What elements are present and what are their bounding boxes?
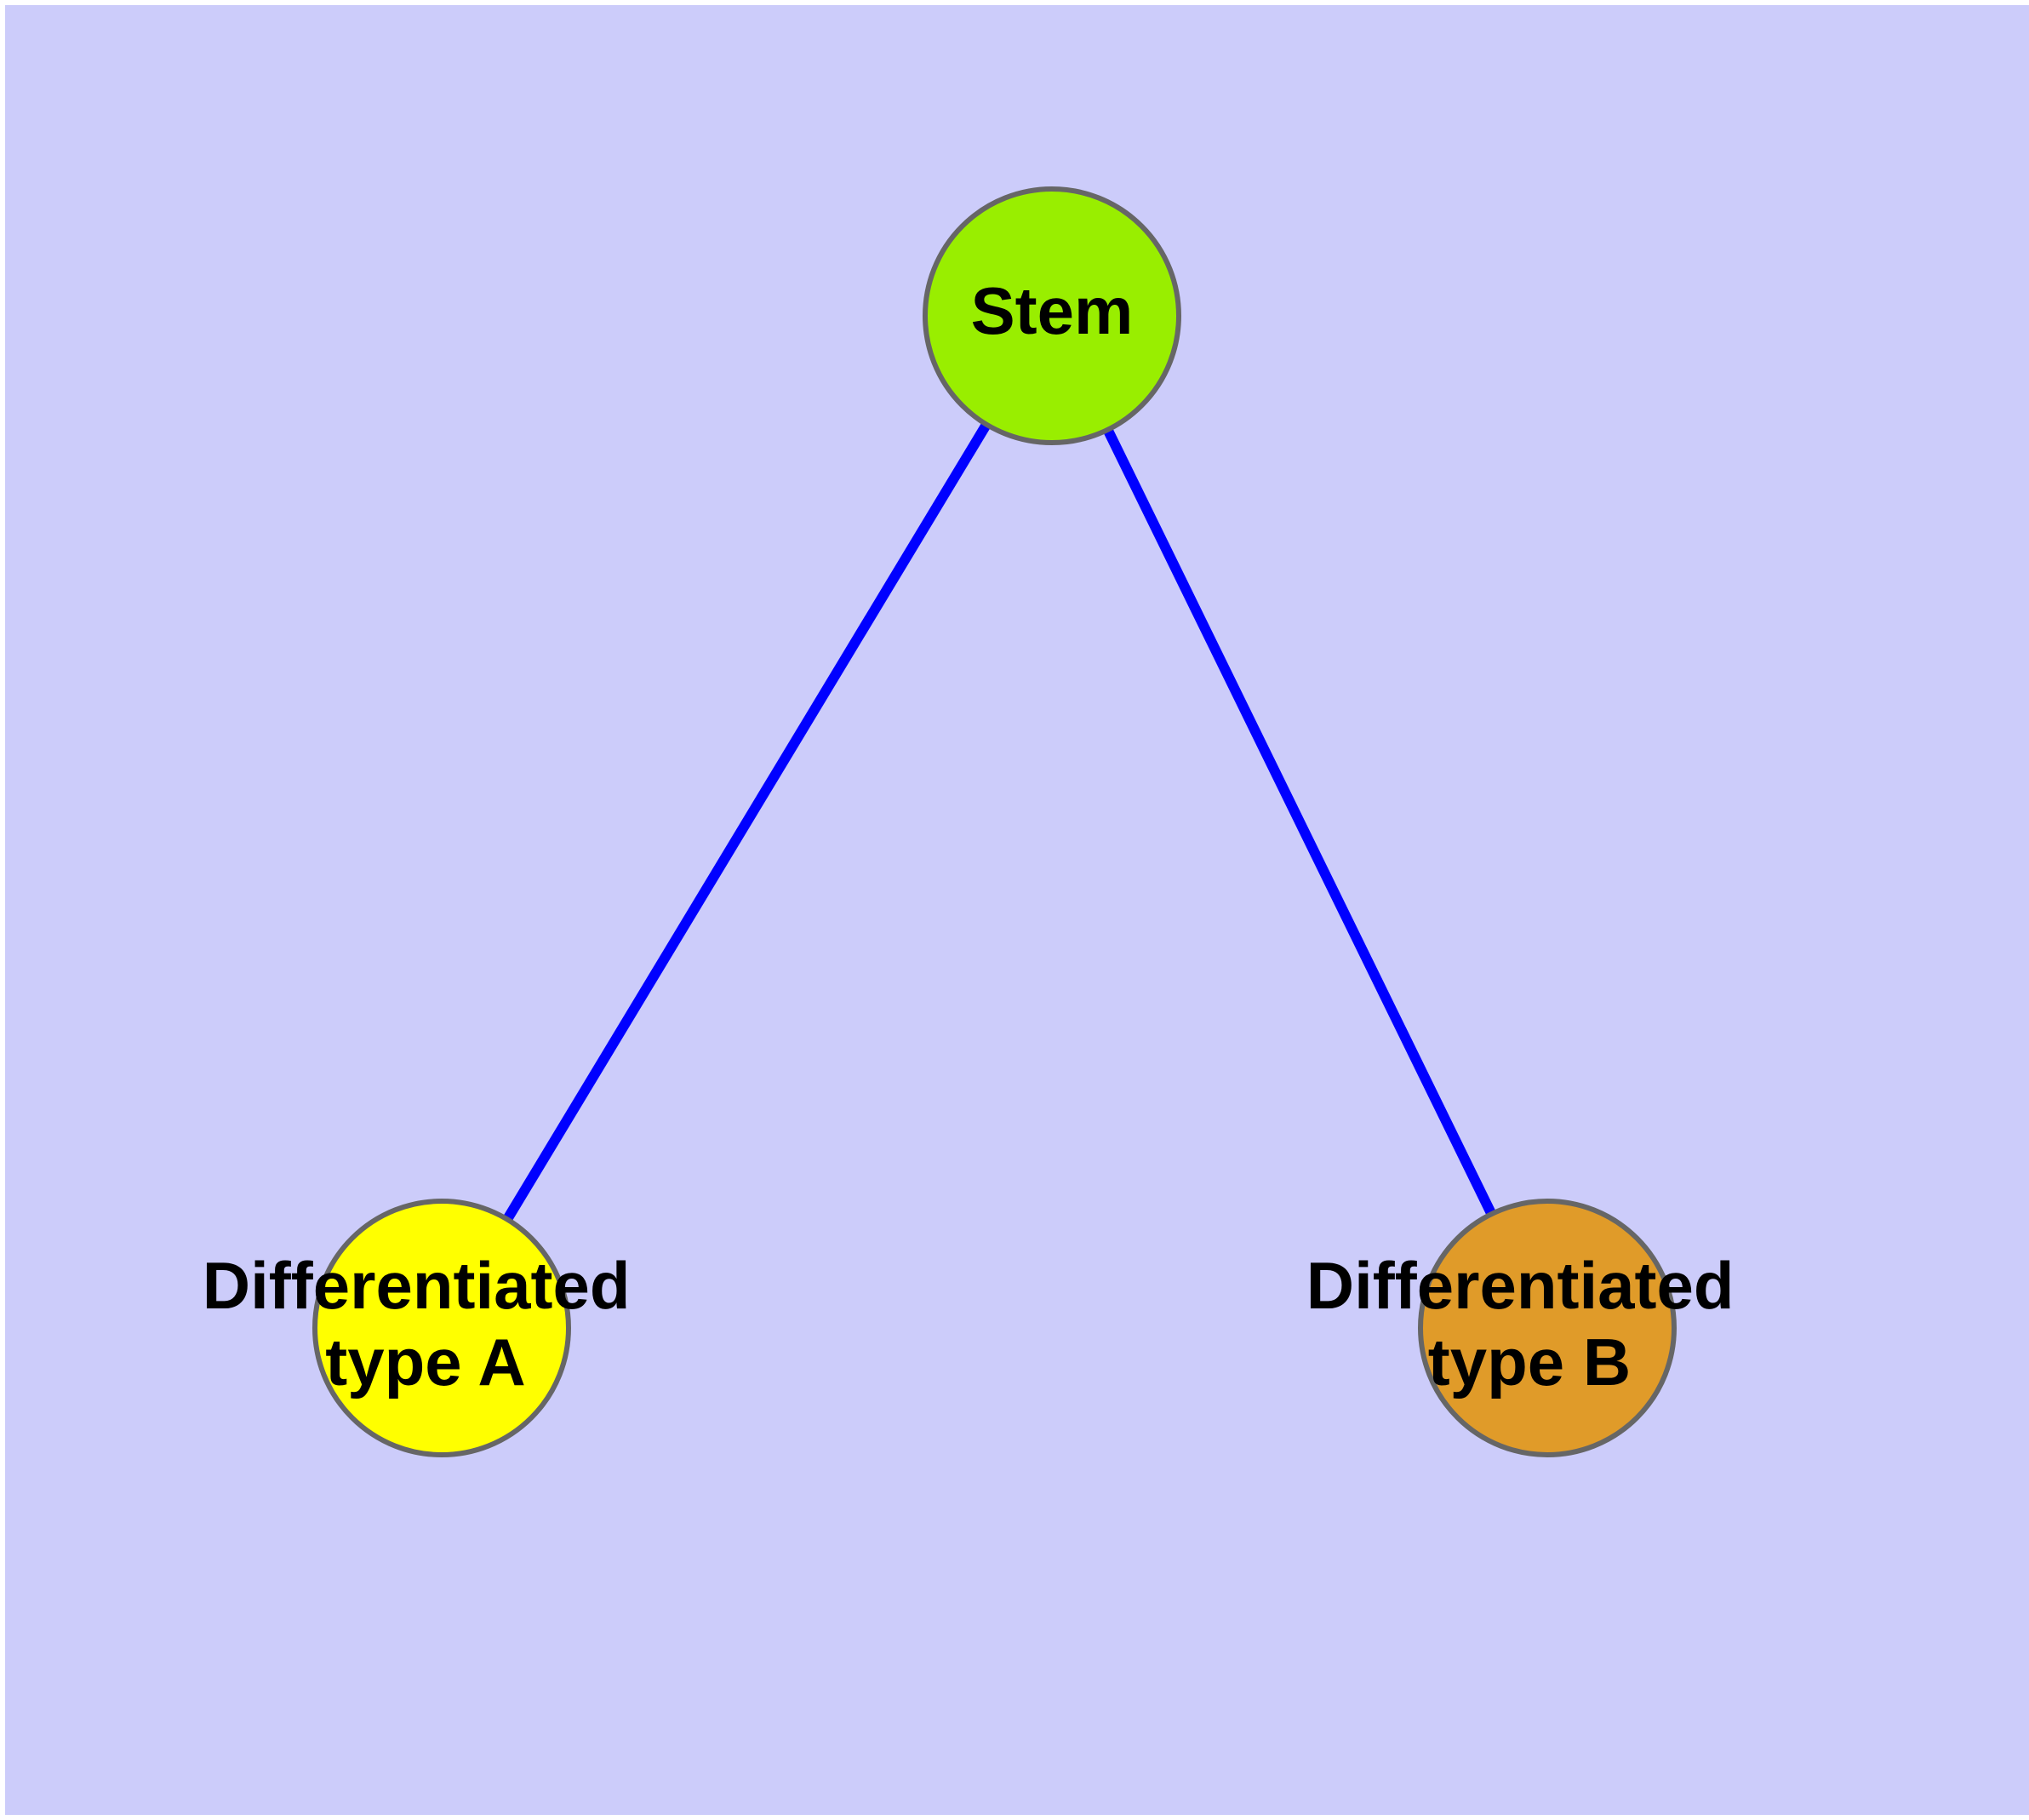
edge-stem-to-differentiated-type-a[interactable] <box>437 312 1057 1331</box>
node-differentiated-type-b-circle[interactable] <box>1418 1199 1677 1457</box>
node-differentiated-type-b-label-line1: Differentiated <box>1306 1248 1735 1323</box>
node-differentiated-type-b-label-line2: type B <box>1428 1325 1631 1399</box>
edge-stem-to-differentiated-type-b[interactable] <box>1047 313 1552 1331</box>
node-differentiated-type-a-label-line1: Differentiated <box>203 1248 631 1323</box>
edge-layer <box>437 312 1552 1331</box>
node-differentiated-type-a-circle[interactable] <box>312 1199 571 1457</box>
node-differentiated-type-b-label: Differentiated type B <box>1306 1248 1752 1399</box>
node-stem-label: Stem <box>971 273 1134 348</box>
node-stem-circle[interactable] <box>923 186 1181 445</box>
node-stem-label-line1: Stem <box>971 273 1134 348</box>
node-differentiated-type-a-label-line2: type A <box>325 1325 526 1399</box>
node-layer <box>312 186 1677 1457</box>
label-layer: Stem Differentiated type A Differentiate… <box>203 273 1752 1399</box>
node-differentiated-type-a-label: Differentiated type A <box>203 1248 649 1399</box>
